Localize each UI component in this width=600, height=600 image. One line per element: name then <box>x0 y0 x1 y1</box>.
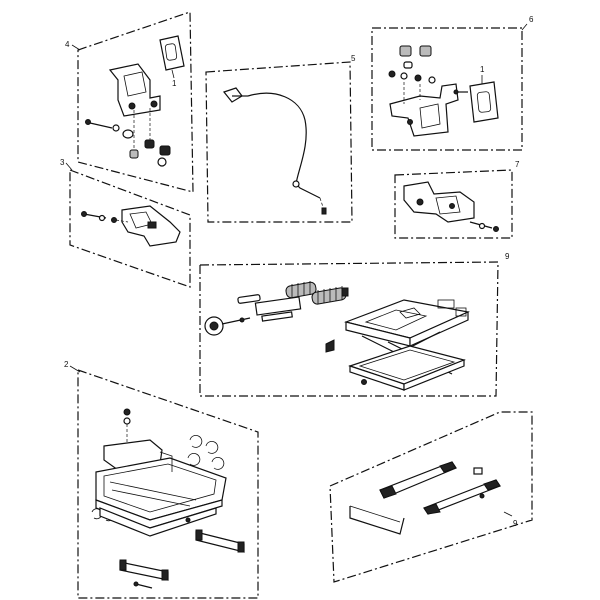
group-7-label: 7 <box>515 160 520 169</box>
bolt-icon <box>469 221 499 232</box>
group-9-rails-label: 9 <box>513 519 518 528</box>
group-9-lift-label: 9 <box>505 252 510 261</box>
bracket-icon <box>403 181 475 223</box>
group-2[interactable]: 2 <box>64 360 259 599</box>
spring-icon <box>204 281 349 336</box>
seat-frame-icon <box>95 439 227 537</box>
bracket-icon <box>108 35 185 117</box>
scissor-lift-icon <box>325 299 470 391</box>
group-5[interactable]: 5 <box>205 54 356 223</box>
group-2-label: 2 <box>64 360 69 369</box>
group-6-sublabel: 1 <box>480 65 485 74</box>
group-4-sublabel: 1 <box>172 79 177 88</box>
group-3[interactable]: 3 <box>60 158 191 288</box>
group-7[interactable]: 7 <box>394 160 520 239</box>
slide-rail-icon <box>349 461 501 535</box>
group-6-label: 6 <box>529 15 534 24</box>
cable-icon <box>222 87 327 215</box>
group-9-rails[interactable]: 9 <box>329 411 533 583</box>
bolt-icon <box>81 211 129 223</box>
group-5-label: 5 <box>351 54 356 63</box>
bolt-icon <box>388 45 468 104</box>
bracket-icon <box>389 81 499 137</box>
group-9-lift[interactable]: 9 <box>199 252 510 397</box>
bolt-icon <box>85 108 171 167</box>
group-6[interactable]: 6 1 <box>371 15 534 151</box>
group-4-label: 4 <box>65 40 70 49</box>
group-3-label: 3 <box>60 158 65 167</box>
group-4[interactable]: 4 1 <box>65 11 194 193</box>
bracket-icon <box>121 205 181 247</box>
slide-rail-icon <box>119 529 245 589</box>
